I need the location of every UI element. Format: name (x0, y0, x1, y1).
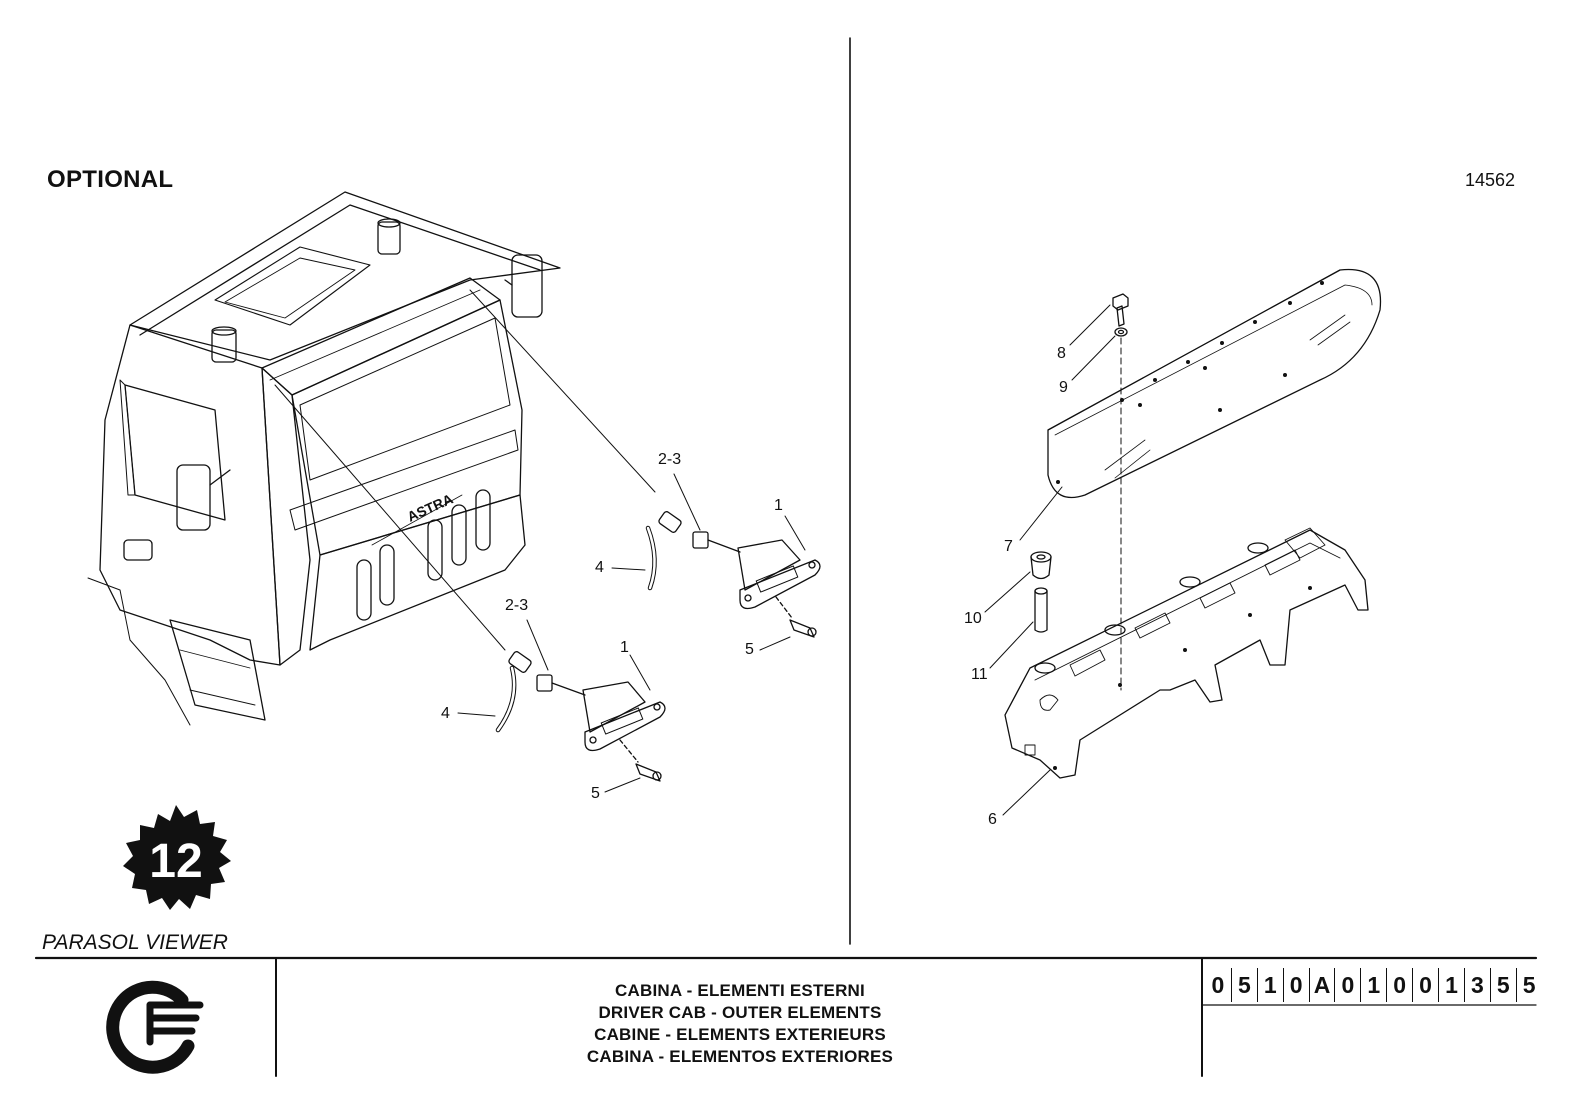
bolt-and-washer (1112, 293, 1129, 337)
callout-10: 10 (964, 610, 982, 627)
callout-9: 9 (1059, 379, 1068, 396)
callout-1-upper: 1 (774, 497, 783, 514)
part-code-digit: 1 (1438, 968, 1464, 1002)
part-code-digit: 3 (1463, 968, 1490, 1002)
part-code-digit: 1 (1256, 968, 1283, 1002)
part-code-digit: A (1308, 968, 1335, 1002)
lamp-assembly-upper (645, 511, 821, 638)
callout-5-upper: 5 (745, 641, 754, 658)
title-line-en: DRIVER CAB - OUTER ELEMENTS (598, 1003, 882, 1022)
lamp-assembly-lower (495, 651, 666, 782)
callout-5-lower: 5 (591, 785, 600, 802)
parasol-visor-drawing (1047, 268, 1382, 499)
callout-11: 11 (971, 666, 988, 683)
part-code-digit: 1 (1360, 968, 1386, 1002)
part-code: 0 5 1 0 A 0 1 0 0 1 3 5 5 (1205, 968, 1542, 1002)
badge-number: 12 (149, 834, 203, 888)
part-code-digit: 0 (1386, 968, 1412, 1002)
part-code-digit: 5 (1515, 968, 1542, 1002)
mounting-bracket (1004, 527, 1369, 779)
truck-cab-drawing (87, 191, 561, 726)
bushing-and-spacer (1030, 551, 1052, 633)
drawing-number: 14562 (1465, 170, 1516, 190)
leader-lower-lamp (274, 384, 506, 651)
callout-7: 7 (1004, 538, 1013, 555)
cab-brand-text: ASTRA (405, 491, 456, 525)
title-line-it: CABINA - ELEMENTI ESTERNI (615, 981, 865, 1000)
part-code-digit: 5 (1230, 968, 1257, 1002)
title-line-fr: CABINE - ELEMENTS EXTERIEURS (594, 1025, 886, 1044)
part-code-digit: 0 (1211, 971, 1225, 998)
callout-2-3-lower: 2-3 (505, 597, 529, 614)
callout-4-lower: 4 (441, 705, 450, 722)
callout-4-upper: 4 (595, 559, 604, 576)
part-code-digit: 0 (1334, 968, 1360, 1002)
title-line-es: CABINA - ELEMENTOS EXTERIORES (586, 1047, 894, 1066)
company-logo (106, 980, 204, 1074)
part-code-digit: 0 (1412, 968, 1438, 1002)
callout-1-lower: 1 (620, 639, 629, 656)
part-code-digit: 0 (1282, 968, 1309, 1002)
callout-6: 6 (988, 811, 997, 828)
optional-label: OPTIONAL (47, 166, 174, 193)
badge-star (123, 805, 231, 910)
leader-upper-lamp (469, 289, 656, 493)
callout-8: 8 (1057, 345, 1066, 362)
callout-2-3-upper: 2-3 (658, 451, 682, 468)
part-code-digit: 5 (1489, 968, 1516, 1002)
section-caption: PARASOL VIEWER (42, 931, 228, 954)
